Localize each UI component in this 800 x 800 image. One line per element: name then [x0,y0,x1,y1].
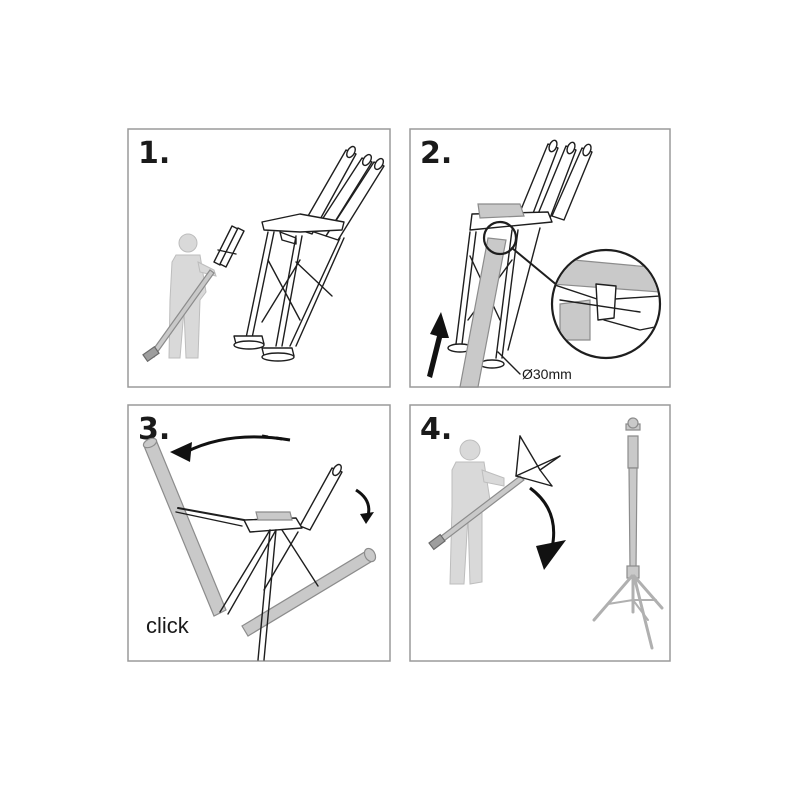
dimension-leader-line [497,351,521,375]
panel-1-step-number: 1. [138,136,170,171]
dimension-label: Ø30mm [522,366,572,382]
panel-4: 4. [409,404,671,662]
detail-marker-circle [482,220,518,256]
person-figure-4 [449,439,505,585]
stand-on-pole [515,435,561,487]
click-label: click [146,613,190,638]
upright-tube [299,467,343,531]
folded-stand-small [213,225,245,268]
panel-2: 2. [409,128,671,388]
flip-down-arrow [529,486,566,570]
rotate-down-arrow [355,488,374,524]
panel-3: 3. click [127,404,391,662]
tripod-stand-folded [233,145,385,362]
magnified-detail [550,248,662,360]
panel-2-step-number: 2. [420,136,452,171]
detail-leader-line [511,247,559,287]
extension-pole-1 [142,269,215,363]
up-arrow [427,312,449,378]
rotate-left-arrow [170,434,291,462]
tripod-stand-panel-2 [447,139,593,369]
panel-4-step-number: 4. [420,412,452,447]
panel-1: 1. [127,128,391,388]
extension-pole-2 [459,237,507,388]
assembled-tripod [592,417,664,650]
